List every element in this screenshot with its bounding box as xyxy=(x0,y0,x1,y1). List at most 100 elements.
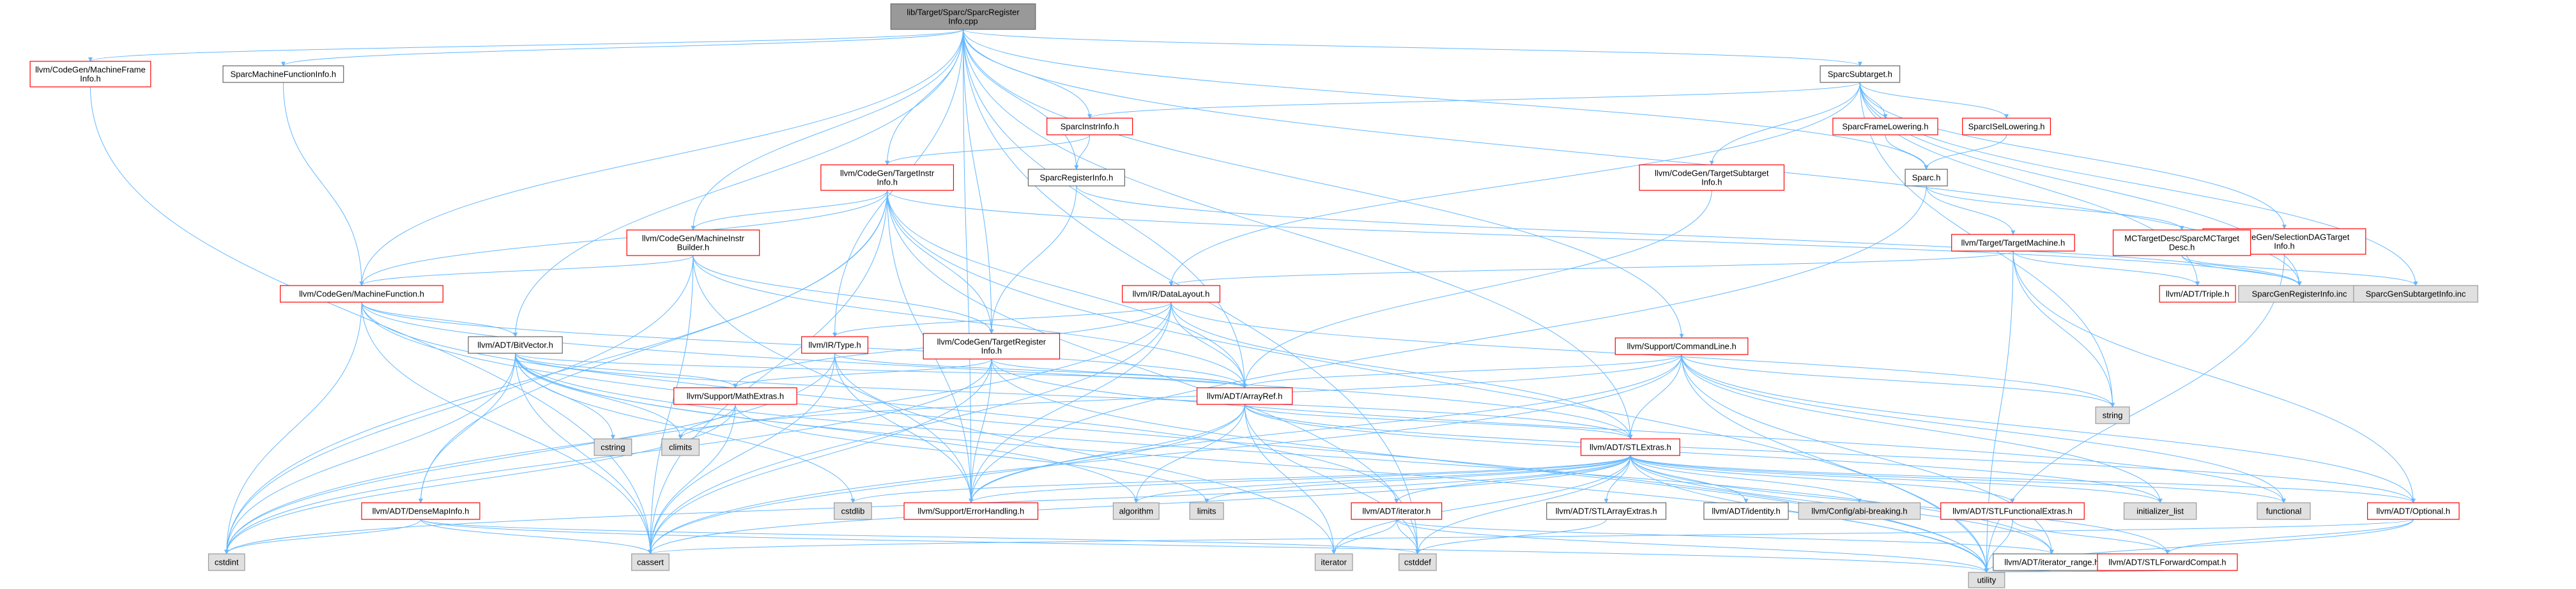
edge-arrayref-to-cassert xyxy=(648,404,1245,555)
node-string[interactable]: string xyxy=(2095,406,2130,424)
node-limits[interactable]: limits xyxy=(1189,502,1224,520)
node-sgri[interactable]: SparcGenRegisterInfo.inc xyxy=(2238,285,2361,303)
node-label: cstdint xyxy=(215,558,239,567)
edge-arrayref-to-errhand xyxy=(969,404,1245,503)
edge-tii-to-mf xyxy=(359,190,888,286)
node-box xyxy=(903,502,1039,520)
edge-bitvec-to-climits xyxy=(515,353,683,440)
node-stlfunc[interactable]: llvm/ADT/STLFunctionalExtras.h xyxy=(1940,502,2085,520)
edge-stlextras-to-stlarr xyxy=(1604,455,1631,503)
edge-stlextras-to-stlfunc xyxy=(1630,455,2015,503)
edge-tri-to-functional xyxy=(991,358,2286,503)
node-smfi[interactable]: SparcMachineFunctionInfo.h xyxy=(222,65,344,83)
edge-mf-to-cassert xyxy=(361,302,653,555)
edge-tm-to-dl xyxy=(1169,250,2014,286)
node-identity[interactable]: llvm/ADT/identity.h xyxy=(1703,502,1789,520)
node-cstdlib[interactable]: cstdlib xyxy=(834,502,872,520)
edge-bitvec-to-dmi xyxy=(418,353,516,503)
node-label: SparcGenRegisterInfo.inc xyxy=(2252,289,2347,299)
node-dl[interactable]: llvm/IR/DataLayout.h xyxy=(1122,285,1221,303)
edge-bitvec-to-mathext xyxy=(515,353,738,388)
node-dmi[interactable]: llvm/ADT/DenseMapInfo.h xyxy=(361,502,480,520)
node-functional[interactable]: functional xyxy=(2257,502,2311,520)
node-subtarget[interactable]: SparcSubtarget.h xyxy=(1820,65,1901,83)
node-stlfwd[interactable]: llvm/ADT/STLForwardCompat.h xyxy=(2097,553,2238,571)
node-cstdint[interactable]: cstdint xyxy=(208,553,245,571)
edge-arrayref-to-iterator xyxy=(1244,404,1337,555)
edge-cmdline-to-string xyxy=(1681,354,2115,408)
node-box xyxy=(1189,502,1224,520)
node-abibreak[interactable]: llvm/Config/abi-breaking.h xyxy=(1798,502,1921,520)
edge-mib-to-cassert xyxy=(648,255,694,555)
node-sri[interactable]: SparcRegisterInfo.h xyxy=(1027,169,1125,187)
node-itrange[interactable]: llvm/ADT/iterator_range.h xyxy=(1993,553,2111,571)
node-isellow[interactable]: SparcISelLowering.h xyxy=(1962,118,2051,135)
node-box xyxy=(1832,118,1938,135)
node-box xyxy=(1122,285,1221,303)
node-root[interactable]: lib/Target/Sparc/SparcRegisterInfo.cpp xyxy=(890,3,1036,30)
node-label: Builder.h xyxy=(677,243,710,252)
node-box xyxy=(626,229,760,256)
edge-sparch-to-tm xyxy=(1926,185,2016,235)
node-optional[interactable]: llvm/ADT/Optional.h xyxy=(2367,502,2460,520)
node-cassert[interactable]: cassert xyxy=(631,553,670,571)
node-box xyxy=(361,502,480,520)
node-iteratorh[interactable]: llvm/ADT/iterator.h xyxy=(1351,502,1443,520)
edge-subtarget-to-dl xyxy=(1169,82,1860,286)
node-framelow[interactable]: SparcFrameLowering.h xyxy=(1832,118,1938,135)
node-label: SparcISelLowering.h xyxy=(1968,122,2045,132)
edge-bitvec-to-cstdint xyxy=(224,353,516,555)
node-stlarr[interactable]: llvm/ADT/STLArrayExtras.h xyxy=(1546,502,1667,520)
node-type[interactable]: llvm/IR/Type.h xyxy=(801,336,869,354)
node-arrayref[interactable]: llvm/ADT/ArrayRef.h xyxy=(1196,387,1293,405)
node-utility[interactable]: utility xyxy=(1968,572,2005,588)
node-box xyxy=(673,387,797,405)
edge-tri-to-errhand xyxy=(969,358,992,503)
node-tm[interactable]: llvm/Target/TargetMachine.h xyxy=(1951,234,2075,252)
node-box xyxy=(834,502,872,520)
node-box xyxy=(1399,553,1437,571)
node-label: Sparc.h xyxy=(1912,173,1941,183)
edge-stlextras-to-abibreak xyxy=(1630,455,1862,503)
node-label: SparcInstrInfo.h xyxy=(1061,122,1119,132)
edge-cmdline-to-utility xyxy=(1681,354,1989,573)
node-cmdline[interactable]: llvm/Support/CommandLine.h xyxy=(1614,337,1749,355)
edge-root-to-mf xyxy=(359,29,964,286)
node-bitvec[interactable]: llvm/ADT/BitVector.h xyxy=(468,336,563,354)
node-sgsi[interactable]: SparcGenSubtargetInfo.inc xyxy=(2353,285,2478,303)
node-label: llvm/ADT/Optional.h xyxy=(2377,507,2451,516)
node-instrinfo[interactable]: SparcInstrInfo.h xyxy=(1046,118,1133,135)
node-cstddef[interactable]: cstddef xyxy=(1399,553,1437,571)
edge-subtarget-to-isellow xyxy=(1859,82,2009,119)
node-triple[interactable]: llvm/ADT/Triple.h xyxy=(2159,285,2236,303)
node-box xyxy=(923,333,1061,360)
node-sparch[interactable]: Sparc.h xyxy=(1905,169,1948,187)
node-mf[interactable]: llvm/CodeGen/MachineFunction.h xyxy=(280,285,443,303)
node-algorithm[interactable]: algorithm xyxy=(1112,502,1160,520)
edge-dl-to-stlextras xyxy=(1170,302,1633,440)
node-label: Info.h xyxy=(80,74,101,84)
edge-arrayref-to-stlextras xyxy=(1244,404,1633,440)
node-initlist[interactable]: initializer_list xyxy=(2123,502,2197,520)
node-box xyxy=(222,65,344,83)
node-box xyxy=(594,438,632,456)
node-box xyxy=(1962,118,2051,135)
node-label: SparcMachineFunctionInfo.h xyxy=(231,70,336,79)
node-stlextras[interactable]: llvm/ADT/STLExtras.h xyxy=(1580,438,1680,456)
node-label: llvm/ADT/STLForwardCompat.h xyxy=(2108,558,2226,567)
node-box xyxy=(2159,285,2236,303)
node-iterator[interactable]: iterator xyxy=(1314,553,1353,571)
node-errhand[interactable]: llvm/Support/ErrorHandling.h xyxy=(903,502,1039,520)
edge-iteratorh-to-utility xyxy=(1396,519,1989,573)
node-mathext[interactable]: llvm/Support/MathExtras.h xyxy=(673,387,797,405)
node-label: cstring xyxy=(601,443,625,452)
node-climits[interactable]: climits xyxy=(661,438,700,456)
node-cstring[interactable]: cstring xyxy=(594,438,632,456)
